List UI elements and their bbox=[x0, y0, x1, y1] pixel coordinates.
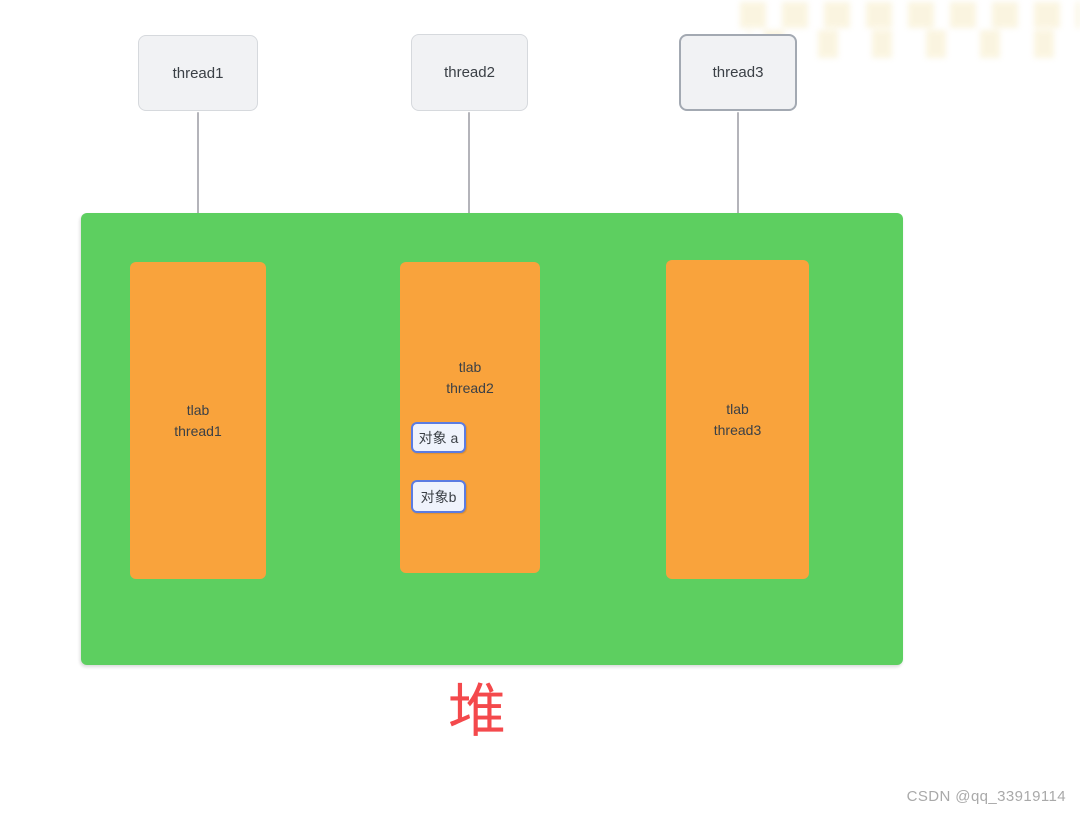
thread2-label: thread2 bbox=[444, 64, 495, 81]
tlab-thread3-label: tlab thread3 bbox=[713, 400, 762, 438]
object-a-label: 对象 a bbox=[418, 429, 459, 446]
thread1-label: thread1 bbox=[172, 64, 224, 82]
tlab-thread3-region: tlab thread3 bbox=[666, 260, 809, 579]
object-b-node: 对象b bbox=[411, 480, 466, 513]
tlab-thread2-region: tlab thread2 对象 a 对象b bbox=[400, 262, 540, 573]
thread3-node: thread3 bbox=[679, 34, 797, 111]
heap-region: tlab thread1 tlab thread2 对象 a 对象b tlab … bbox=[81, 213, 903, 665]
heap-title: 堆 bbox=[447, 679, 507, 744]
tlab-thread2-label: tlab thread2 bbox=[446, 359, 494, 396]
object-a-node: 对象 a bbox=[411, 422, 466, 453]
tlab-thread1-label: tlab thread1 bbox=[174, 401, 222, 439]
thread3-label: thread3 bbox=[712, 64, 764, 81]
tlab-thread1-region: tlab thread1 bbox=[130, 262, 266, 579]
thread2-node: thread2 bbox=[411, 34, 528, 111]
csdn-watermark: CSDN @qq_33919114 bbox=[906, 788, 1066, 805]
thread1-node: thread1 bbox=[138, 35, 258, 111]
object-b-label: 对象b bbox=[420, 488, 457, 505]
